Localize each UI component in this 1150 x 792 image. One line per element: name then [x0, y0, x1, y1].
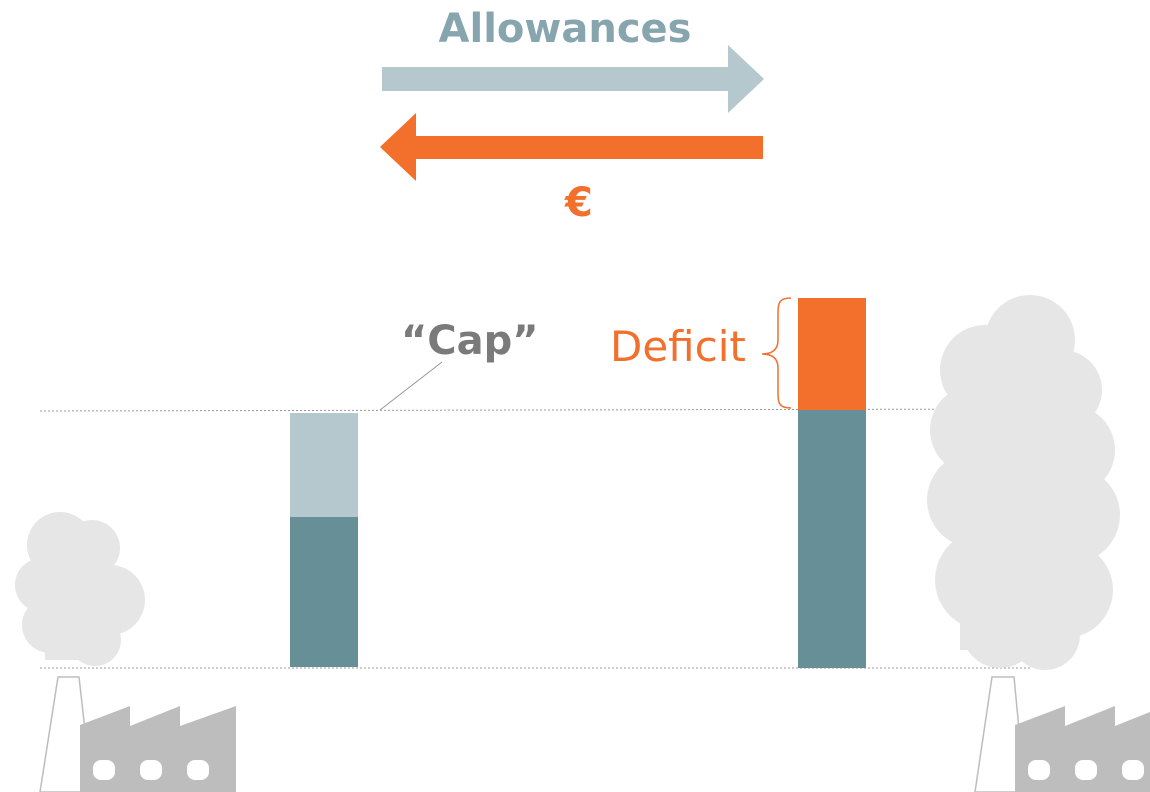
emissions-bar-right [798, 410, 866, 668]
cap-line [39, 408, 1031, 412]
arrow-left-icon [380, 113, 763, 181]
factory-icon [974, 676, 1150, 792]
deficit-bar [798, 298, 866, 411]
allowances-text: Allowances [438, 6, 692, 52]
deficit-brace [761, 297, 792, 409]
smoke-cloud-icon [15, 512, 145, 666]
allowances-label: Allowances [0, 6, 1150, 52]
smoke-cloud-icon [927, 295, 1120, 670]
allowance-surplus-bar [290, 413, 358, 518]
deficit-label: Deficit [610, 322, 746, 371]
currency-label: € [565, 180, 593, 226]
cap-leader-line [379, 361, 443, 411]
emissions-bar-left [290, 517, 358, 667]
arrow-right-icon [382, 45, 764, 113]
factory-icon [39, 676, 236, 792]
cap-label: “Cap” [401, 318, 539, 364]
